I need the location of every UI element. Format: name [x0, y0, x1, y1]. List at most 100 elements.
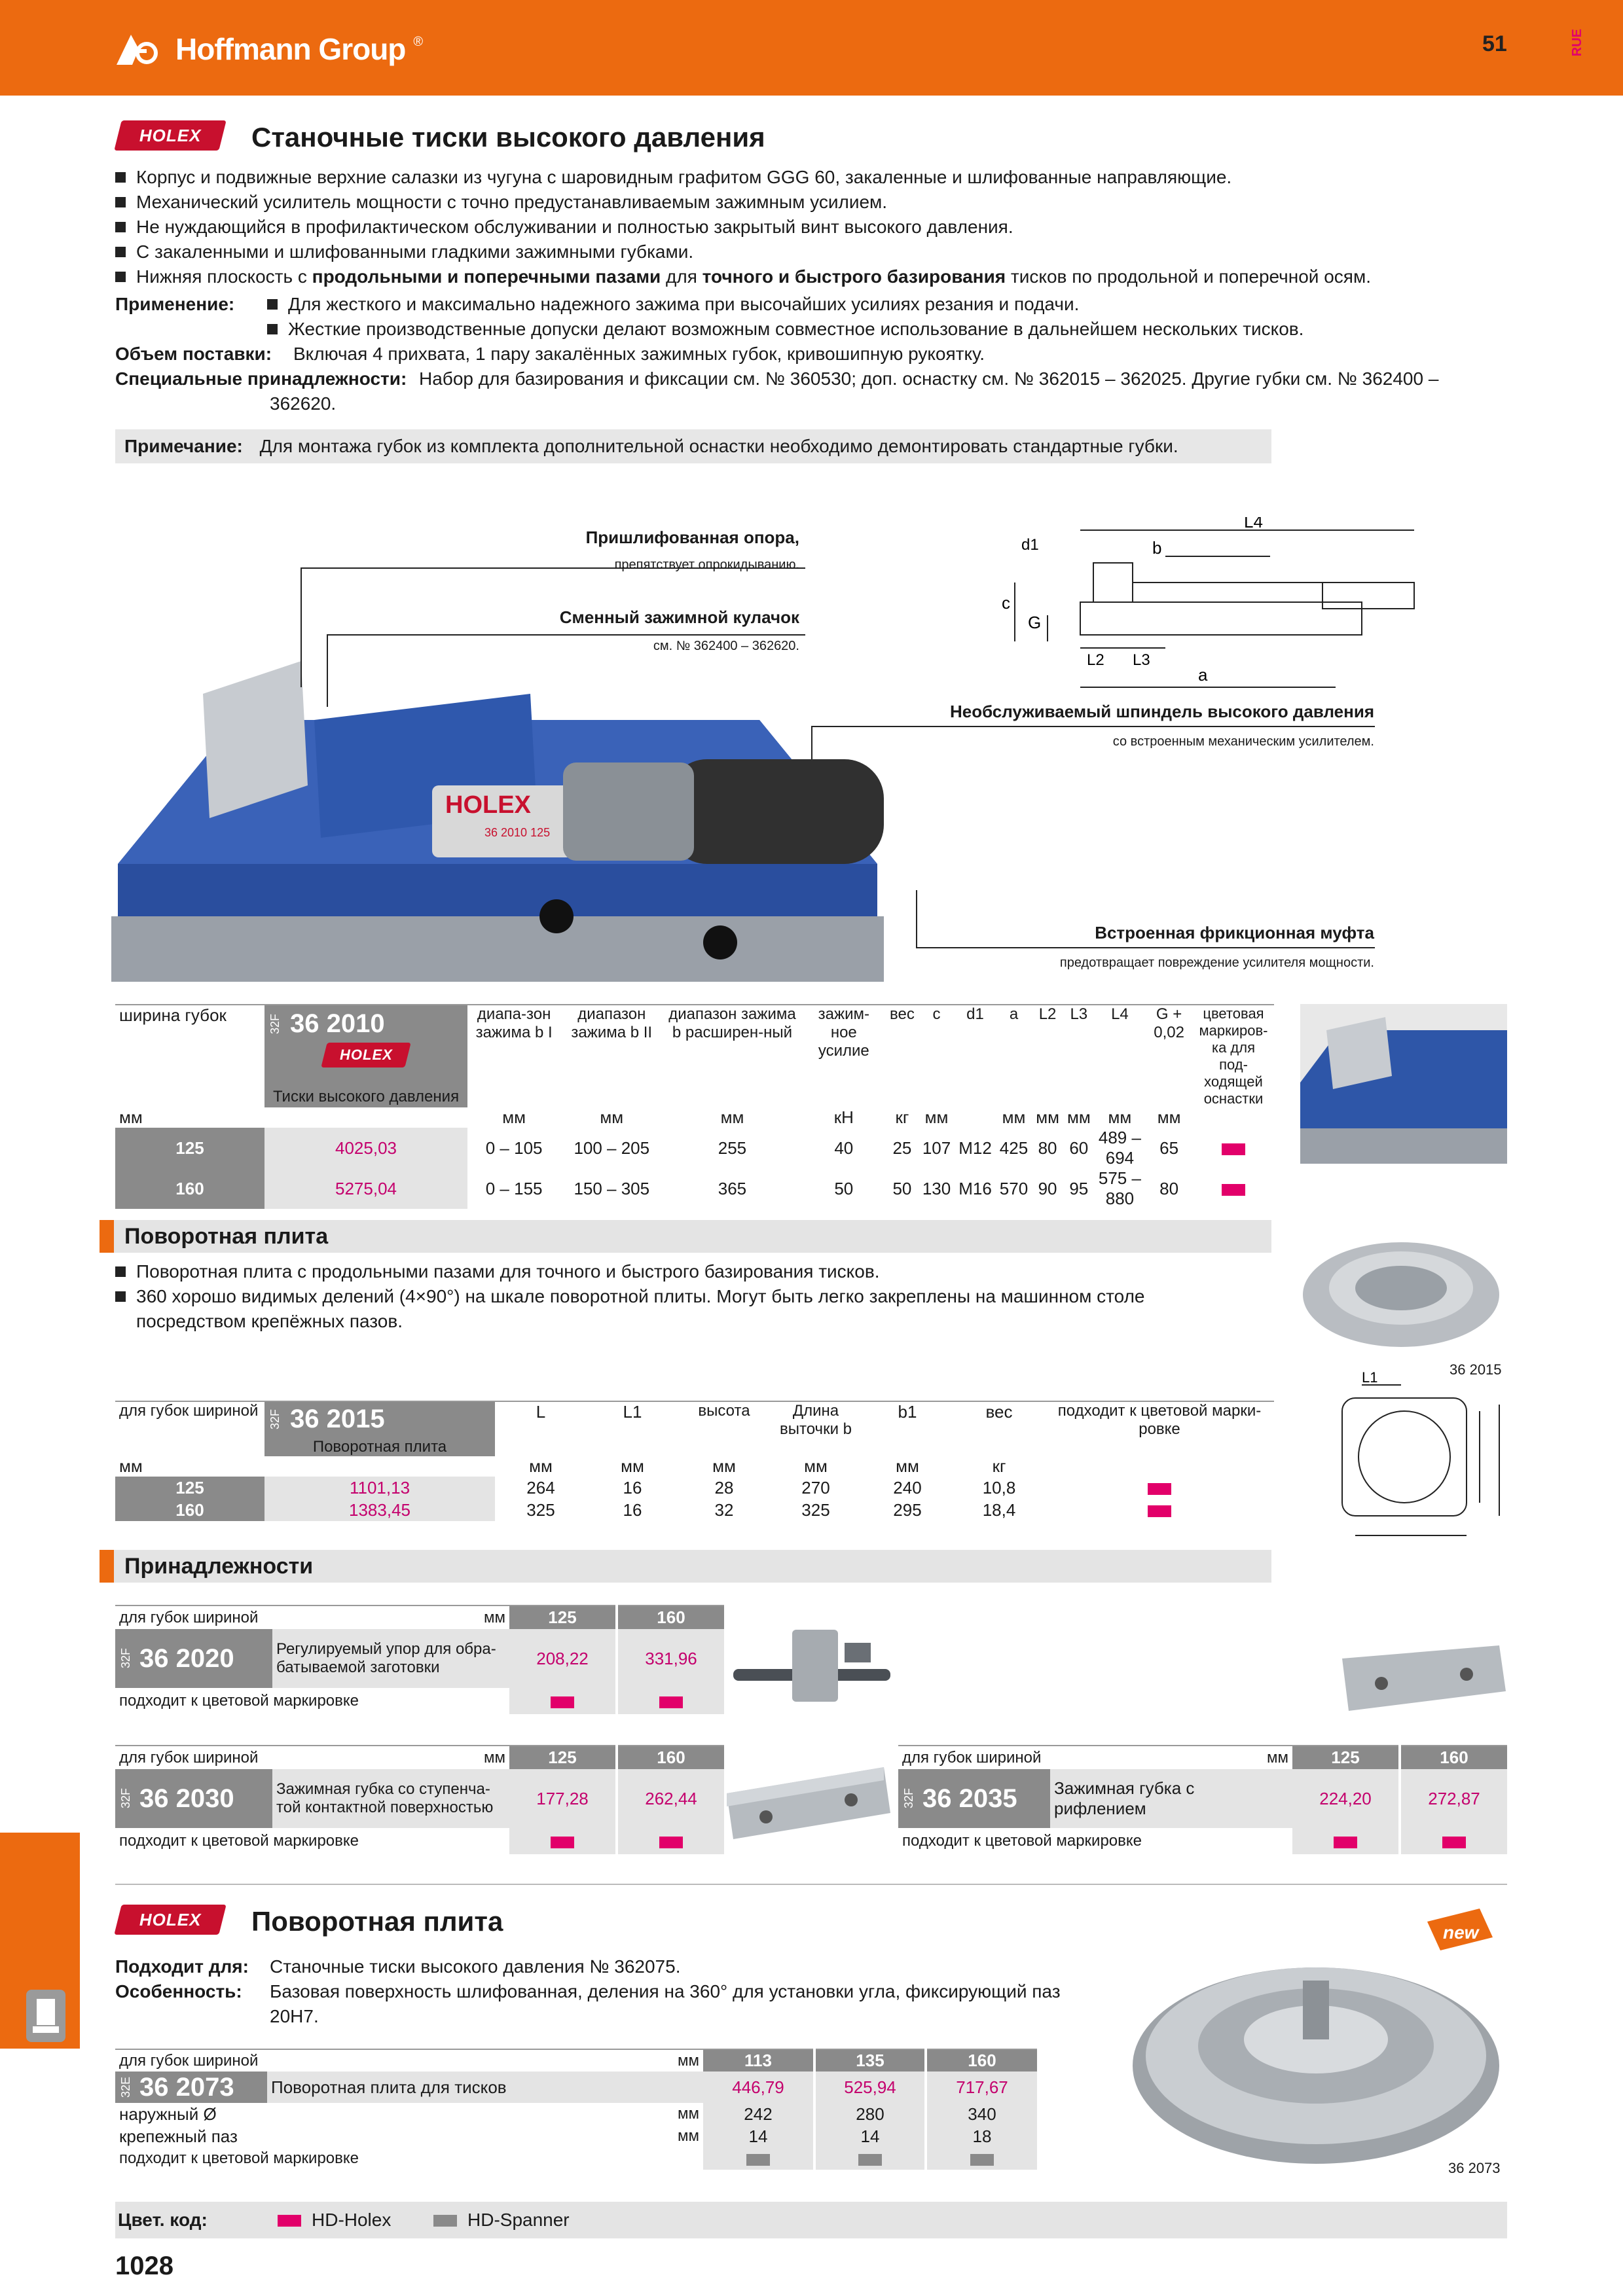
feature-bullet: 360 хорошо видимых делений (4×90°) на шк… — [115, 1284, 1228, 1334]
color-swatch — [1222, 1183, 1245, 1196]
rotary-plate-image — [1303, 1242, 1499, 1347]
color-swatch-cell — [1193, 1128, 1274, 1168]
price-cell: 1101,13 — [264, 1477, 495, 1499]
callout-clutch: Встроенная фрикционная муфта — [1095, 923, 1374, 942]
price-cell: 4025,03 — [264, 1128, 467, 1168]
accessories-row: Специальные принадлежности: Набор для ба… — [115, 367, 1516, 391]
price-cell: 262,44 — [615, 1769, 724, 1828]
product-table-362015: для губок шириной 32F 36 2015 L L1 высот… — [115, 1401, 1274, 1521]
brand-name: Hoffmann Group — [175, 32, 406, 66]
application-label: Применение: — [115, 294, 235, 314]
table-row: 125 1101,13 264 16 28 270 240 10,8 — [115, 1477, 1274, 1499]
rotary-plate-caption: 36 2015 — [1450, 1361, 1502, 1378]
section4-body: Подходит для:Станочные тиски высокого да… — [115, 1956, 1061, 2026]
delivery-label: Объем поставки: — [115, 344, 272, 364]
price-cell: 177,28 — [509, 1769, 617, 1828]
table-row: 125 4025,03 0 – 105 100 – 205 255 40 25 … — [115, 1128, 1274, 1168]
table-row: 160 5275,04 0 – 155 150 – 305 365 50 50 … — [115, 1168, 1274, 1209]
svg-text:c: c — [1002, 593, 1010, 613]
color-swatch-holex — [278, 2215, 301, 2227]
color-swatch — [1442, 1836, 1466, 1848]
table-subheader-row: мм Поворотная плита мм мм мм мм мм кг — [119, 1437, 1006, 1477]
table-row: 160 1383,45 325 16 32 325 295 18,4 — [115, 1499, 1274, 1521]
vice-chapter-icon — [26, 1990, 65, 2042]
color-swatch — [1148, 1482, 1171, 1495]
product-code-cell: 32F 36 2015 — [264, 1401, 495, 1456]
price-cell: 331,96 — [615, 1629, 724, 1688]
svg-text:L3: L3 — [1133, 651, 1150, 669]
vice-image: HOLEX 36 2010 125 — [111, 661, 884, 982]
price-cell: 224,20 — [1292, 1769, 1400, 1828]
stepped-jaw-image — [727, 1767, 890, 1839]
application-item: Для жесткого и максимально надежного заж… — [267, 292, 1304, 317]
price-cell: 1383,45 — [264, 1499, 495, 1521]
product-code: 36 2020 — [139, 1643, 234, 1673]
new-badge: new — [1443, 1922, 1480, 1943]
holex-badge: HOLEX — [114, 120, 227, 151]
feature-bullet: Не нуждающийся в профилактическом обслуж… — [115, 215, 1516, 240]
feature-bullet: Нижняя плоскость с продольными и попереч… — [115, 264, 1516, 289]
workpiece-stop-image — [733, 1630, 890, 1702]
section-divider — [115, 1884, 1507, 1885]
rotary-plate-drawing: L1 — [1341, 1372, 1500, 1536]
callout-clutch-desc: предотвращает повреждение усилителя мощн… — [1059, 956, 1374, 970]
holex-badge: HOLEX — [321, 1043, 411, 1067]
callout-spindle-desc: со встроенным механическим усилителем. — [1112, 734, 1374, 749]
note-box: Примечание: Для монтажа губок из комплек… — [115, 429, 1271, 463]
price-cell: 208,22 — [509, 1629, 617, 1688]
price-cell: 525,94 — [813, 2072, 926, 2103]
feature-bullet: Корпус и подвижные верхние салазки из чу… — [115, 165, 1516, 190]
holex-badge: HOLEX — [114, 1905, 227, 1935]
table-subheader-row: мм Тиски высокого давления мм мм мм кН к… — [119, 1087, 1181, 1128]
legend-holex: HD-Holex — [312, 2210, 392, 2230]
feature-bullet: С закаленными и шлифованными гладкими за… — [115, 240, 1516, 264]
color-swatch — [551, 1696, 574, 1708]
callout-ground-support-desc: препятствует опрокидыванию. — [614, 558, 799, 572]
product-code: 36 2015 — [290, 1405, 385, 1433]
color-code-label: Цвет. код: — [118, 2210, 208, 2230]
note-text: Для монтажа губок из комплекта дополните… — [259, 436, 1178, 456]
color-swatch — [659, 1696, 683, 1708]
vice-thumbnail-image — [1300, 1004, 1507, 1164]
product-code: 36 2030 — [139, 1784, 234, 1813]
callout-spindle: Необслуживаемый шпиндель высокого давлен… — [949, 702, 1374, 721]
product-code: 36 2035 — [922, 1784, 1017, 1813]
color-swatch — [858, 2153, 882, 2166]
page-number-top: 51 — [1482, 31, 1507, 56]
color-code-legend: Цвет. код: HD-Holex HD-Spanner — [115, 2202, 1507, 2238]
color-swatch — [1148, 1505, 1171, 1517]
hoffmann-logo: Hoffmann Group ® — [115, 31, 423, 67]
table-header-row: ширина губок 32F 36 2010 HOLEX диапа-зон… — [115, 1005, 1274, 1107]
vice-holex-label: HOLEX — [445, 791, 532, 819]
color-swatch — [659, 1836, 683, 1848]
product-code: 36 2010 — [290, 1009, 385, 1038]
vice-dimension-drawing: L4 d1 b c G L2 L3 a — [1002, 517, 1415, 688]
product-code: 36 2073 — [139, 2072, 234, 2102]
svg-text:L2: L2 — [1087, 651, 1104, 669]
color-swatch — [1334, 1836, 1357, 1848]
brand-mark: ® — [413, 34, 424, 49]
svg-text:b: b — [1152, 538, 1161, 558]
color-swatch — [551, 1836, 574, 1848]
language-tag: RUE — [1570, 29, 1584, 57]
svg-text:G: G — [1028, 613, 1041, 632]
jaw-plate-image — [1342, 1645, 1506, 1711]
header-bar — [0, 0, 1623, 96]
chapter-tab — [0, 1833, 80, 2049]
color-swatch — [746, 2153, 770, 2166]
color-swatch — [1222, 1143, 1245, 1155]
product-table-362010: ширина губок 32F 36 2010 HOLEX диапа-зон… — [115, 1004, 1274, 1209]
feature-bullet: Механический усилитель мощности с точно … — [115, 190, 1516, 215]
section2-body: Поворотная плита с продольными пазами дл… — [115, 1259, 1228, 1334]
section4-title: Поворотная плита — [251, 1906, 503, 1937]
accessories-label: Специальные принадлежности: — [115, 368, 407, 389]
section-header-accessories: Принадлежности — [100, 1550, 1271, 1583]
svg-text:L1: L1 — [1362, 1372, 1377, 1386]
application-item: Жесткие производственные допуски делают … — [267, 317, 1304, 342]
